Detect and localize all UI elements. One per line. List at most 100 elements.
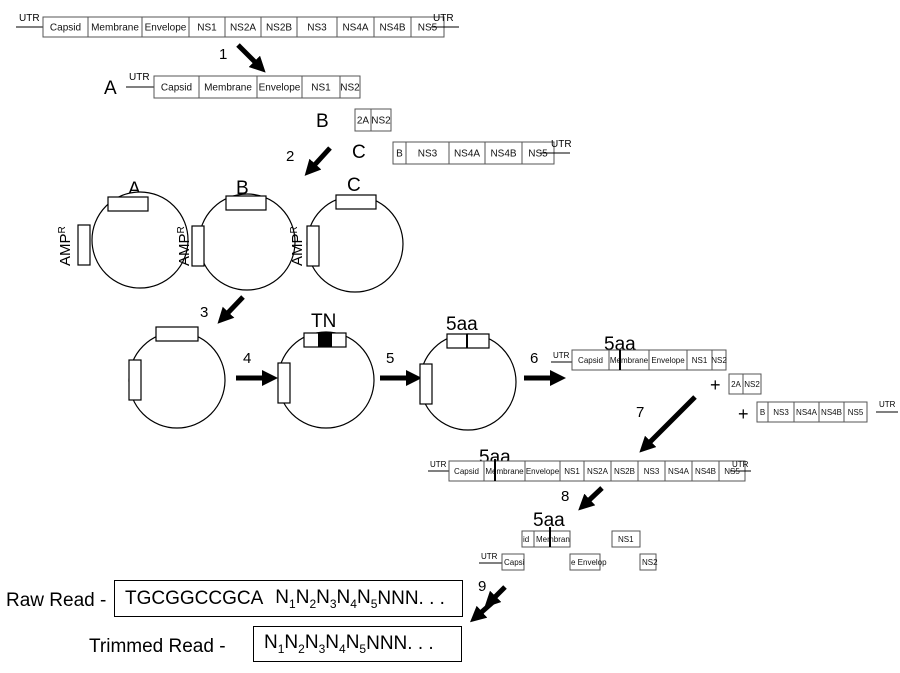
plasmid-c-label: C: [347, 175, 361, 196]
plasmid-b-resistance: AMPR: [176, 226, 194, 266]
fragment-b-copy-label-0: 2A: [731, 380, 741, 389]
genome-top-label-9: NS5: [418, 23, 438, 34]
plasmid-tn: TN: [277, 311, 375, 429]
genome-top-label-6: NS3: [307, 23, 327, 34]
step-9-arrow-b: [470, 600, 495, 623]
genome-reassembled-label-8: NS4B: [695, 467, 716, 476]
genome-top-label-5: NS2B: [266, 23, 292, 34]
trimmed-read-n-0: N: [264, 632, 278, 654]
sheared-5aa-label: 5aa: [533, 510, 565, 531]
step-7-arrow: [639, 395, 697, 453]
step-8-label: 8: [561, 488, 569, 505]
fragment-c-label: C: [352, 142, 366, 163]
fragment-c-copy-label-2: NS4A: [796, 408, 818, 417]
sheared-bottom-1: Capsi: [504, 558, 525, 567]
utr-label-right: UTR: [433, 13, 454, 24]
fragment-c-label-1: NS3: [418, 149, 438, 160]
fragment-a-5aa-label-3: NS1: [692, 356, 708, 365]
fragment-c-copy-label-4: NS5: [848, 408, 864, 417]
raw-read-n-2: N: [316, 586, 330, 608]
fragment-b-box-1: [370, 108, 392, 132]
genome-top-label-0: Capsid: [50, 23, 81, 34]
sheared-top-1: id: [523, 535, 529, 544]
fragment-c-copy-box-4: [843, 401, 868, 423]
fragment-c-label-4: NS5: [528, 149, 548, 160]
fragment-c-copy-utr: UTR: [879, 400, 896, 409]
plasmid-a: A AMPR: [57, 179, 189, 289]
fragment-a-utr: UTR: [129, 72, 150, 83]
step-2-arrow: [304, 146, 332, 176]
genome-top-label-4: NS2A: [230, 23, 256, 34]
plasmid-c: C AMPR: [289, 175, 404, 293]
fragment-a-5aa-label-0: Capsid: [578, 356, 603, 365]
genome-top-label-7: NS4A: [342, 23, 368, 34]
genome-top-label-3: NS1: [197, 23, 217, 34]
step-5-label: 5: [386, 350, 394, 367]
genome-reassembled-label-2: Envelope: [526, 467, 560, 476]
tn-label: TN: [311, 311, 336, 332]
raw-read-n-sub-1: 2: [309, 596, 317, 611]
step-7-label: 7: [636, 404, 644, 421]
trimmed-read-n-sub-0: 1: [277, 641, 285, 656]
raw-read-n-sequence: N1N2N3N4N5: [275, 587, 377, 611]
genome-reassembled-label-0: Capsid: [454, 467, 479, 476]
fragment-b-label-1: NS2: [371, 116, 391, 127]
sheared-top-3: NS1: [618, 535, 634, 544]
sheared-fragments: 5aa id Membran NS1 UTR Capsi e Envelop N…: [479, 510, 658, 571]
trimmed-read-n-sub-2: 3: [318, 641, 326, 656]
step-4-label: 4: [243, 350, 251, 367]
step-6-label: 6: [530, 350, 538, 367]
trimmed-read-n-sub-3: 4: [339, 641, 346, 656]
step-9-label: 9: [478, 578, 486, 595]
sheared-top-2: Membran: [536, 535, 570, 544]
fragment-a-5aa-label-4: NS2: [711, 356, 727, 365]
fragment-c-label-2: NS4A: [454, 149, 480, 160]
step-1-arrow: [236, 43, 266, 73]
raw-read-n-0: N: [275, 586, 290, 608]
utr-label-left: UTR: [19, 13, 40, 24]
step-1-label: 1: [219, 46, 227, 63]
trimmed-read-n-2: N: [304, 632, 319, 654]
tn-insert-block: [318, 333, 332, 347]
raw-read-n-sub-2: 3: [329, 596, 337, 611]
fragment-a-label-1: Membrane: [204, 83, 252, 94]
raw-read-prefix: TGCGGCCGCA: [125, 587, 264, 609]
trimmed-read-n-sub-1: 2: [298, 641, 305, 656]
fragment-b-copy-box-1: [742, 373, 762, 395]
fragment-b-label-0: 2A: [357, 116, 370, 127]
fragment-a-label: A: [104, 78, 117, 99]
raw-read-label: Raw Read -: [6, 590, 107, 611]
fragment-b-copy-label-1: NS2: [744, 380, 760, 389]
step-3-arrow: [217, 295, 245, 324]
fragment-c-copy-label-1: NS3: [773, 408, 789, 417]
fragment-a-5aa-label-1: Membrane: [610, 356, 649, 365]
fragment-a-5aa-box-4: [711, 349, 727, 371]
fragment-a-label-2: Envelope: [259, 83, 301, 94]
genome-reassembled-label-7: NS4A: [668, 467, 690, 476]
trimmed-read-label: Trimmed Read -: [89, 636, 226, 657]
plasmid-5aa-label: 5aa: [446, 314, 478, 335]
raw-read-n-sub-4: 5: [370, 596, 378, 611]
plus-1: +: [710, 375, 721, 395]
raw-read-n-4: N: [356, 586, 371, 608]
genome-reassembled-label-6: NS3: [644, 467, 660, 476]
genome-top-label-1: Membrane: [91, 23, 139, 34]
genome-reassembled-label-5: NS2B: [614, 467, 635, 476]
trimmed-read-suffix: NNN. . .: [366, 633, 434, 654]
